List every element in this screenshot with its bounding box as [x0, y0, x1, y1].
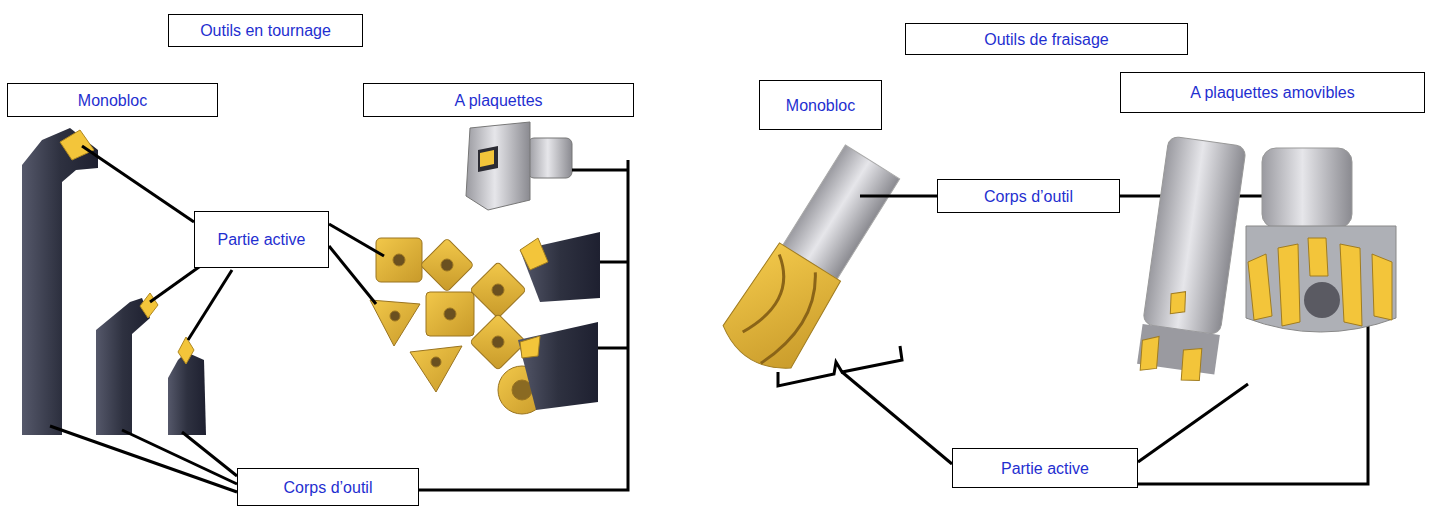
turning-tool-monobloc	[22, 128, 206, 435]
box-label: Outils en tournage	[200, 21, 331, 40]
label-box: Monobloc	[759, 80, 882, 130]
label-box: A plaquettes amovibles	[1120, 72, 1425, 113]
box-label: Monobloc	[78, 91, 147, 110]
box-label: Corps d’outil	[984, 187, 1073, 206]
label-box: Outils de fraisage	[905, 23, 1188, 55]
box-label: Corps d’outil	[284, 478, 373, 497]
box-label: Outils de fraisage	[984, 30, 1109, 49]
label-box: Monobloc	[7, 83, 218, 117]
tool-holders	[466, 122, 600, 410]
label-box: Partie active	[194, 211, 329, 268]
indexable-cutters	[1136, 136, 1396, 385]
label-box: Outils en tournage	[168, 14, 363, 47]
box-label: A plaquettes amovibles	[1190, 83, 1355, 102]
box-label: A plaquettes	[454, 91, 542, 110]
inserts	[370, 238, 546, 414]
leader-lines	[50, 146, 628, 492]
box-label: Partie active	[1001, 459, 1089, 478]
label-box: A plaquettes	[363, 83, 634, 117]
label-box: Corps d’outil	[237, 468, 419, 506]
label-box: Partie active	[952, 448, 1138, 488]
end-mill	[716, 141, 907, 380]
box-label: Partie active	[217, 230, 305, 249]
box-label: Monobloc	[786, 96, 855, 115]
label-box: Corps d’outil	[937, 179, 1120, 213]
